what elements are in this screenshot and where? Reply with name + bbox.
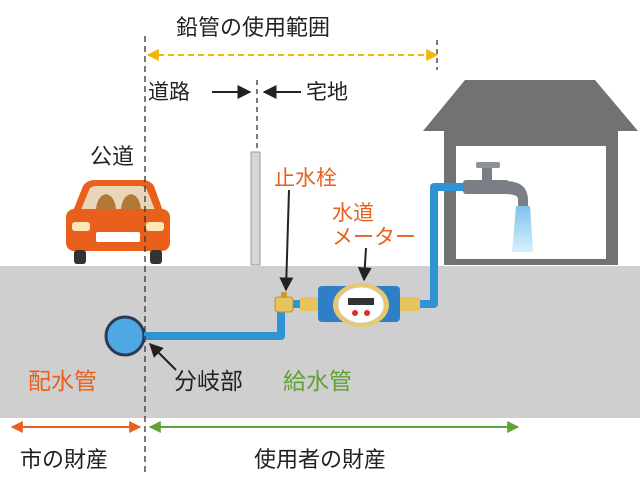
house — [423, 80, 638, 265]
stopcock-valve — [274, 292, 294, 313]
meter-leader — [357, 247, 372, 282]
faucet-icon — [463, 162, 533, 252]
distribution-main-label: 配水管 — [28, 369, 97, 395]
stopcock-leader — [279, 189, 294, 292]
branch-point-label: 分岐部 — [174, 369, 243, 395]
city-property-label: 市の財産 — [20, 448, 109, 473]
lead-pipe-range-label: 鉛管の使用範囲 — [176, 16, 331, 41]
water-meter-label-line2: メーター — [332, 225, 416, 249]
distribution-main-pipe — [104, 315, 146, 357]
water-meter-label-line1: 水道 — [332, 201, 374, 225]
user-property-label: 使用者の財産 — [254, 448, 387, 473]
boundary-post — [250, 151, 261, 266]
car-icon — [66, 180, 170, 264]
stopcock-label: 止水栓 — [274, 166, 337, 190]
public-road-label: 公道 — [90, 145, 135, 170]
water-meter — [300, 283, 420, 327]
service-pipe-label: 給水管 — [283, 369, 352, 395]
residence-label: 宅地 — [306, 80, 348, 104]
branch-leader — [149, 343, 177, 371]
road-label: 道路 — [148, 80, 190, 104]
